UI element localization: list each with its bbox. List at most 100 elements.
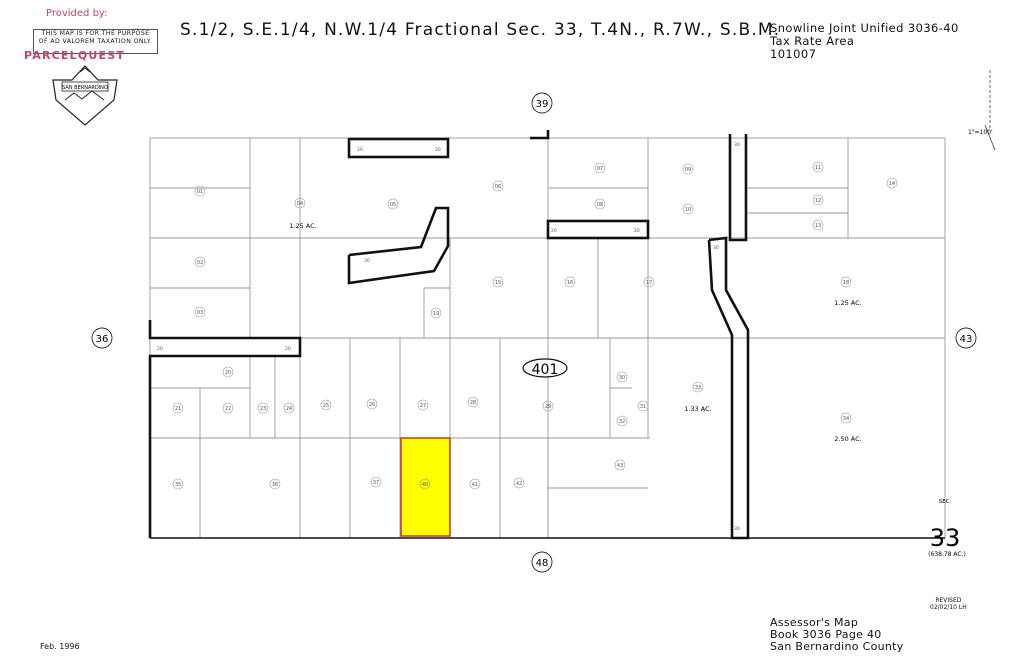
parcel-label[interactable]: 30 (616, 371, 628, 383)
parcel-label[interactable]: 42 (513, 477, 525, 489)
parcel-label[interactable]: 27 (417, 399, 429, 411)
svg-text:06: 06 (495, 184, 501, 190)
svg-text:20: 20 (551, 228, 557, 234)
parcel-label[interactable]: 14 (886, 177, 898, 189)
svg-text:25: 25 (323, 403, 329, 409)
provided-by-label: Provided by: (46, 8, 108, 19)
svg-text:30: 30 (713, 245, 719, 251)
parcel-label[interactable]: 09 (682, 163, 694, 175)
parcel-label[interactable]: 04 (294, 197, 306, 209)
svg-text:43: 43 (617, 463, 623, 469)
svg-text:11: 11 (815, 165, 821, 171)
east-ref[interactable]: 43 (960, 334, 973, 345)
parcel-label[interactable]: 13 (812, 219, 824, 231)
parcel-label[interactable]: 11 (812, 161, 824, 173)
tax-rate-area-label: Tax Rate Area (770, 34, 855, 48)
svg-text:31: 31 (640, 404, 646, 410)
svg-text:14: 14 (889, 181, 895, 187)
tax-rate-area-number: 101007 (770, 47, 817, 61)
county-name: San Bernardino County (770, 640, 904, 653)
parcel-label[interactable]: 08 (594, 198, 606, 210)
parcel-label[interactable]: 19 (430, 307, 442, 319)
south-ref[interactable]: 48 (536, 558, 549, 569)
parcel-label[interactable]: 17 (643, 276, 655, 288)
parcel-label[interactable]: 06 (492, 180, 504, 192)
svg-text:23: 23 (260, 406, 266, 412)
svg-text:35: 35 (175, 482, 181, 488)
svg-text:41: 41 (472, 482, 478, 488)
parcel-label[interactable]: 23 (257, 402, 269, 414)
svg-text:29: 29 (545, 404, 551, 410)
parcelquest-logo[interactable]: PARCELQUEST (24, 49, 125, 62)
scale-text: 1"=100' (968, 129, 993, 136)
svg-text:30: 30 (734, 142, 740, 148)
parcel-label[interactable]: 15 (492, 276, 504, 288)
district-name: Snowline Joint Unified 3036-40 (770, 21, 959, 35)
highlighted-parcel[interactable] (400, 437, 451, 537)
svg-text:20: 20 (634, 228, 640, 234)
parcel-number-labels: 01 02 03 04 05 06 07 08 09 10 11 12 13 1… (172, 161, 898, 490)
parcel-label[interactable]: 33 (692, 381, 704, 393)
parcel-label[interactable]: 16 (564, 276, 576, 288)
section-area: (638.78 AC.) (928, 551, 966, 558)
parcel-label[interactable]: 36 (269, 478, 281, 490)
block-label: 401 (532, 362, 559, 378)
stamp-line-2: OF AD VALOREM TAXATION ONLY. (38, 38, 153, 45)
svg-text:09: 09 (685, 167, 691, 173)
parcel-label[interactable]: 40 (419, 478, 431, 490)
svg-text:36: 36 (272, 482, 278, 488)
svg-text:17: 17 (646, 280, 652, 286)
east-ref-circle (955, 327, 977, 349)
parcel-label[interactable]: 24 (283, 402, 295, 414)
map-date: Feb. 1996 (40, 642, 80, 651)
svg-text:15: 15 (495, 280, 501, 286)
parcel-label[interactable]: 05 (387, 198, 399, 210)
svg-text:20: 20 (157, 346, 163, 352)
parcel-label[interactable]: 29 (542, 400, 554, 412)
parcel-label[interactable]: 02 (194, 256, 206, 268)
south-ref-circle (531, 551, 553, 573)
parcel-label[interactable]: 25 (320, 399, 332, 411)
parcel-label[interactable]: 22 (222, 402, 234, 414)
taxation-disclaimer-stamp: THIS MAP IS FOR THE PURPOSE OF AD VALORE… (33, 29, 158, 54)
svg-text:20: 20 (285, 346, 291, 352)
svg-text:24: 24 (286, 406, 292, 412)
parcel-label[interactable]: 12 (812, 194, 824, 206)
acreage-label: 1.25 AC. (289, 222, 316, 230)
parcel-label[interactable]: 18 (840, 276, 852, 288)
parcel-label[interactable]: 10 (682, 203, 694, 215)
west-ref[interactable]: 36 (96, 334, 109, 345)
svg-text:42: 42 (516, 481, 522, 487)
assessor-map-info: Assessor's Map Book 3036 Page 40 San Ber… (770, 617, 904, 653)
parcel-label[interactable]: 34 (840, 412, 852, 424)
parcel-label[interactable]: 03 (194, 306, 206, 318)
section-label: SEC. (939, 499, 952, 505)
svg-text:20: 20 (357, 147, 363, 153)
parcel-label[interactable]: 01 (194, 185, 206, 197)
map-title: S.1/2, S.E.1/4, N.W.1/4 Fractional Sec. … (180, 20, 781, 40)
parcel-label[interactable]: 43 (614, 459, 626, 471)
parcel-label[interactable]: 31 (637, 400, 649, 412)
county-seal-icon: SAN BERNARDINO (52, 65, 118, 126)
parcel-label[interactable]: 07 (594, 162, 606, 174)
svg-text:33: 33 (695, 385, 701, 391)
parcel-label[interactable]: 37 (370, 476, 382, 488)
acreage-label: 2.50 AC. (834, 435, 861, 443)
parcel-label[interactable]: 26 (366, 398, 378, 410)
parcel-label[interactable]: 32 (616, 415, 628, 427)
svg-text:30: 30 (364, 258, 370, 264)
north-ref[interactable]: 39 (536, 99, 549, 110)
svg-text:13: 13 (815, 223, 821, 229)
section-number: 33 (930, 524, 961, 552)
parcel-label[interactable]: 20 (222, 366, 234, 378)
parcel-label[interactable]: 28 (467, 396, 479, 408)
parcel-label[interactable]: 41 (469, 478, 481, 490)
svg-text:16: 16 (567, 280, 573, 286)
parcel-label[interactable]: 21 (172, 402, 184, 414)
north-ref-circle (531, 92, 553, 114)
adjacent-map-refs: 39 48 36 43 (91, 92, 977, 573)
scale-indicator: 1"=100' (968, 70, 996, 151)
parcel-label[interactable]: 35 (172, 478, 184, 490)
west-ref-circle (91, 327, 113, 349)
